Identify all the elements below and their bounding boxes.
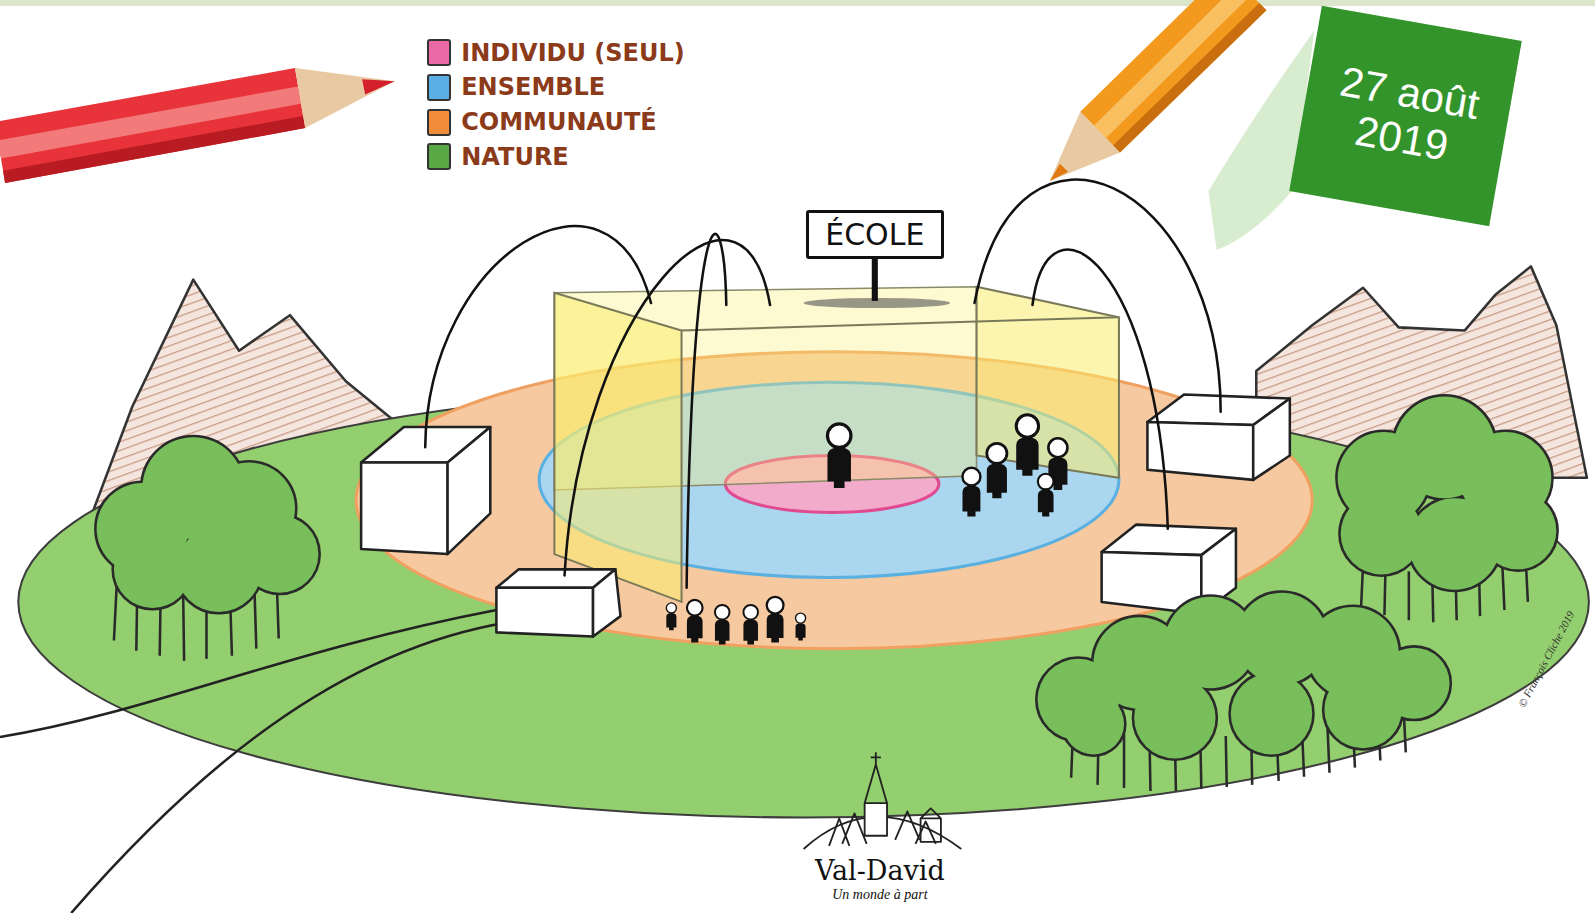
cube-face xyxy=(361,463,447,555)
logo-name: Val-David xyxy=(815,855,945,886)
foliage xyxy=(1231,673,1312,754)
pencil-wood xyxy=(1050,112,1120,181)
tree-left xyxy=(97,437,319,661)
cube-face xyxy=(593,569,620,636)
road-edge xyxy=(0,610,496,737)
date-note: 27 août 2019 xyxy=(1289,6,1522,227)
person xyxy=(962,468,980,517)
trunk xyxy=(1226,736,1227,787)
link-arc xyxy=(1032,250,1167,529)
trunk xyxy=(183,590,184,661)
cube-face xyxy=(448,427,491,554)
legend-label: ENSEMBLE xyxy=(461,73,605,101)
person xyxy=(796,613,806,640)
building-cube xyxy=(1147,394,1289,479)
tree-fill xyxy=(1038,593,1450,759)
pencil-shade xyxy=(3,116,305,183)
cube-face xyxy=(496,588,593,637)
foliage xyxy=(1409,498,1501,590)
school-sign: ÉCOLE xyxy=(806,210,944,259)
pencil-wood xyxy=(295,68,395,128)
link-arcs xyxy=(425,180,1220,588)
trunk xyxy=(1327,727,1329,773)
red-pencil xyxy=(0,68,395,183)
foliage xyxy=(1134,677,1215,758)
tree-right xyxy=(1338,397,1557,623)
top-strip xyxy=(0,0,1595,6)
logo-tagline: Un monde à part xyxy=(832,887,927,903)
tree-fill xyxy=(1338,397,1557,590)
building-cube xyxy=(496,569,620,636)
link-arc xyxy=(565,240,770,575)
foliage xyxy=(1324,671,1401,748)
foliage xyxy=(1063,693,1124,754)
link-arc xyxy=(687,234,727,588)
foliage xyxy=(1341,493,1422,574)
pencil-lead xyxy=(1050,164,1068,181)
person xyxy=(666,603,676,630)
logo-steeple xyxy=(865,765,887,804)
person xyxy=(743,605,758,645)
node-label: 27 août 2019 xyxy=(1314,56,1497,176)
tree-fill xyxy=(97,437,319,612)
legend-label: COMMUNAUTÉ xyxy=(461,108,656,136)
legend-swatch xyxy=(427,109,451,136)
foliage xyxy=(1231,673,1312,754)
person xyxy=(827,424,850,488)
pencil-body xyxy=(1080,0,1266,153)
trunk xyxy=(1502,567,1504,610)
person xyxy=(1038,474,1054,517)
legend-label: INDIVIDU (SEUL) xyxy=(461,39,685,67)
tree-bottom xyxy=(1038,593,1450,791)
foliage xyxy=(1134,677,1215,758)
person xyxy=(687,600,703,643)
pencil-body xyxy=(0,68,305,183)
trunk xyxy=(1408,571,1411,620)
school-edge xyxy=(682,317,1119,330)
link-arc xyxy=(425,226,651,447)
logo-church xyxy=(865,803,887,836)
tree-outline xyxy=(1338,397,1557,590)
node-label: ÉCOLE xyxy=(825,218,924,251)
foliage xyxy=(1324,671,1401,748)
trunk xyxy=(1123,734,1126,788)
person xyxy=(987,443,1007,498)
pencil-highlight xyxy=(1094,0,1252,138)
foliage xyxy=(114,531,191,608)
foliage xyxy=(114,531,191,608)
tree-outline xyxy=(1038,593,1450,759)
logo-house xyxy=(921,808,941,842)
sign-post xyxy=(872,256,878,301)
legend-swatch xyxy=(427,39,451,66)
road-edge xyxy=(71,622,508,913)
logo-cross xyxy=(871,752,881,764)
person xyxy=(715,605,730,645)
link-arc xyxy=(974,180,1220,412)
legend-swatch xyxy=(427,143,451,170)
legend-label: NATURE xyxy=(461,143,569,171)
foliage xyxy=(1063,693,1124,754)
logo-drawing xyxy=(804,752,962,849)
legend-entry: NATURE xyxy=(427,140,569,173)
legend-entry: ENSEMBLE xyxy=(427,71,605,104)
tree-outline xyxy=(97,437,319,612)
person xyxy=(767,597,784,643)
foliage xyxy=(1409,498,1501,590)
pencil-shade xyxy=(1113,3,1267,152)
person xyxy=(1016,415,1038,476)
legend-swatch xyxy=(427,74,451,101)
legend-entry: INDIVIDU (SEUL) xyxy=(427,37,685,70)
cube-face xyxy=(1253,399,1290,480)
legend-entry: COMMUNAUTÉ xyxy=(427,106,656,139)
foliage xyxy=(1341,493,1422,574)
pencil-lead xyxy=(362,79,395,94)
school-side xyxy=(554,293,681,602)
